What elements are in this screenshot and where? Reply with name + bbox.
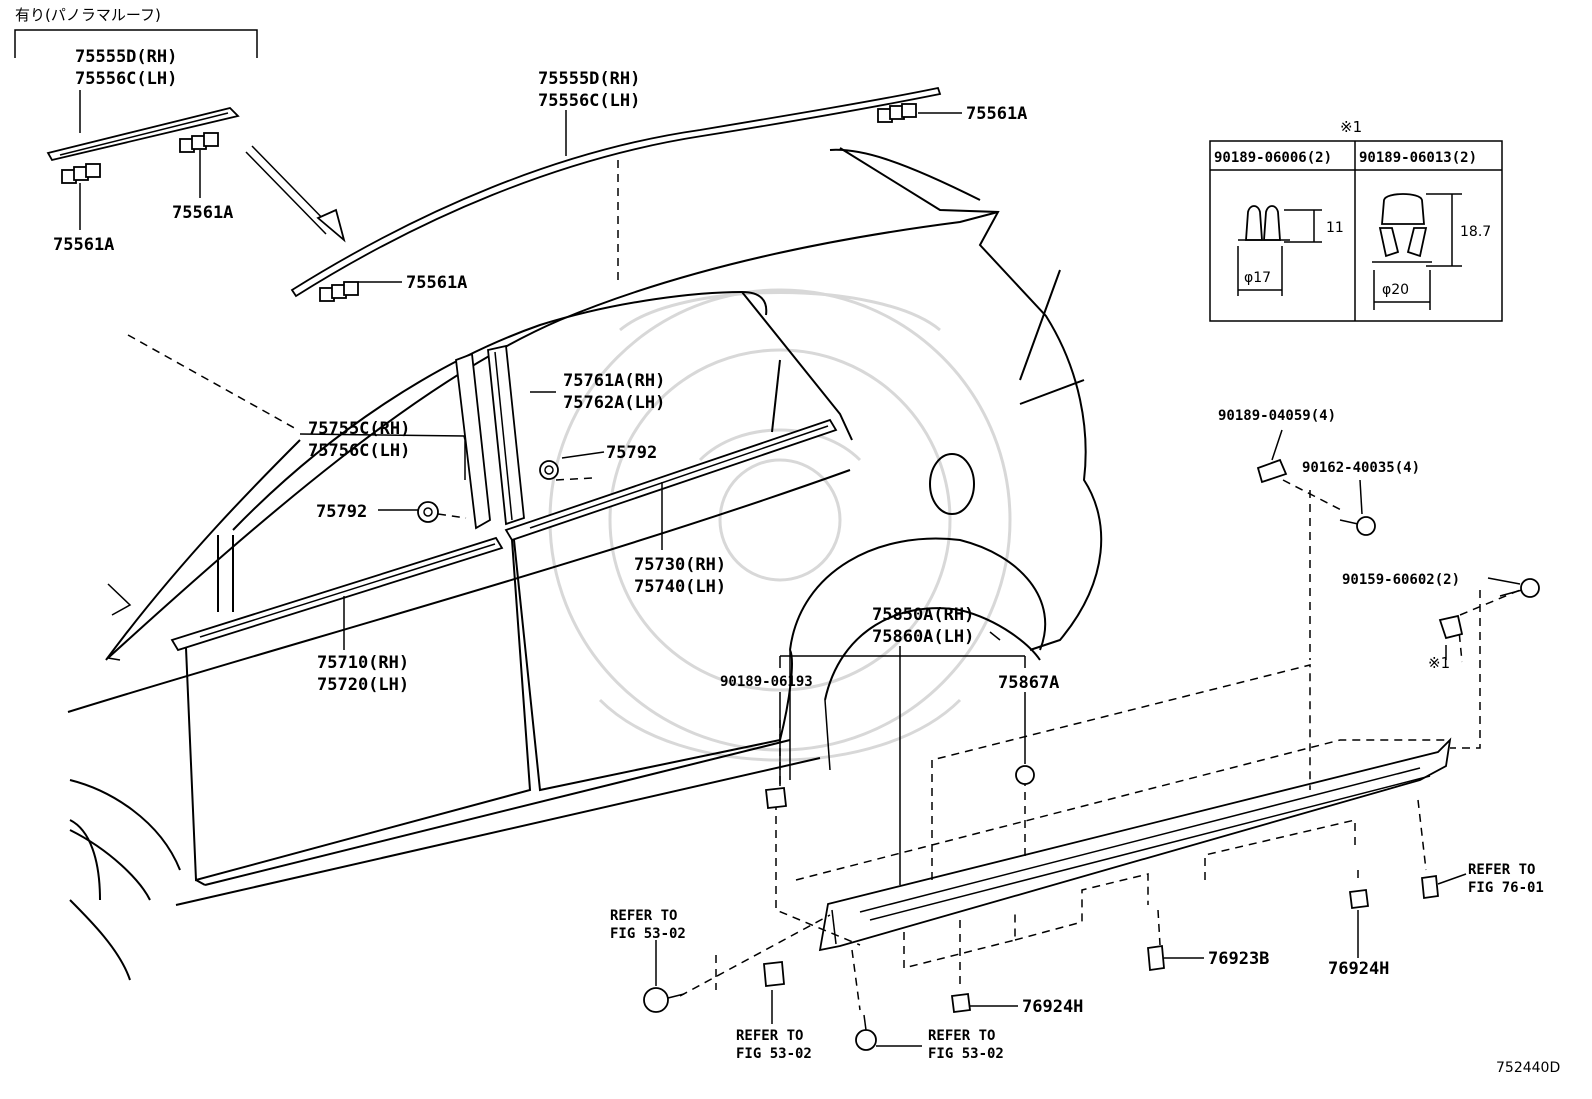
inset-table: ※1 90189-06006(2) 90189-06013(2) 11 φ17 … (1209, 118, 1503, 322)
label-refer-5302-b-1: REFER TO (736, 1028, 803, 1044)
label-clip-76923b: 76923B (1208, 949, 1269, 969)
option-bracket (14, 29, 258, 58)
inset-col1-height: 11 (1326, 220, 1344, 236)
label-roof-lh: 75556C(LH) (538, 91, 640, 111)
clip-90189-06013-icon (1372, 193, 1462, 310)
label-screw-90162: 90162-40035(4) (1302, 460, 1420, 476)
pillar-garnish-b (487, 344, 525, 526)
label-clip-76924h-b: 76924H (1328, 959, 1389, 979)
inset-col2-dia: φ20 (1382, 282, 1409, 298)
label-pillar-b-lh: 75762A(LH) (563, 393, 665, 413)
label-belt-rear-rh: 75730(RH) (634, 555, 726, 575)
label-pillar-b-rh: 75761A(RH) (563, 371, 665, 391)
belt-molding-rear (504, 418, 838, 542)
label-refer-7601-1: REFER TO (1468, 862, 1535, 878)
leader-lines (79, 90, 1521, 1047)
clip-90189-06006-icon (1237, 205, 1322, 296)
label-roof-lh-top: 75556C(LH) (75, 69, 177, 89)
label-pillar-lh: 75756C(LH) (308, 441, 410, 461)
label-star-ref: ※1 (1428, 654, 1450, 672)
label-clip-a1: 75561A (53, 235, 114, 255)
label-refer-5302-c-1: REFER TO (928, 1028, 995, 1044)
inset-col2-height: 18.7 (1460, 224, 1491, 240)
label-clip-a2: 75561A (172, 203, 233, 223)
label-refer-5302-a-2: FIG 53-02 (610, 926, 686, 942)
label-rocker-rh: 75850A(RH) (872, 605, 974, 625)
clip-75792-icon (417, 460, 559, 523)
label-refer-5302-b-2: FIG 53-02 (736, 1046, 812, 1062)
inset-title: ※1 (1340, 118, 1362, 136)
part-labels: 有り(パノラマルーフ) 75555D(RH) 75556C(LH) 75561A… (15, 6, 1560, 1076)
label-belt-front-rh: 75710(RH) (317, 653, 409, 673)
inset-col2-header: 90189-06013(2) (1359, 150, 1477, 166)
label-clip-a4: 75561A (966, 104, 1027, 124)
label-clip-a3: 75561A (406, 273, 467, 293)
rocker-panel (818, 737, 1452, 952)
label-clip-76924h-a: 76924H (1022, 997, 1083, 1017)
label-pillar-rh: 75755C(RH) (308, 419, 410, 439)
roof-molding-panoramic (46, 107, 240, 162)
inset-col1-header: 90189-06006(2) (1214, 150, 1332, 166)
label-roof-rh: 75555D(RH) (538, 69, 640, 89)
label-belt-front-lh: 75720(LH) (317, 675, 409, 695)
label-clip-75792-b: 75792 (316, 502, 367, 522)
diagram-id: 752440D (1496, 1060, 1560, 1076)
car-body-outline (67, 147, 1103, 981)
label-belt-rear-lh: 75740(LH) (634, 577, 726, 597)
label-rocker-lh: 75860A(LH) (872, 627, 974, 647)
roof-clip-icon (61, 103, 917, 302)
pillar-garnish-a (455, 352, 491, 530)
label-bolt-90159: 90159-60602(2) (1342, 572, 1460, 588)
belt-molding-front (170, 536, 504, 652)
option-note: 有り(パノラマルーフ) (15, 6, 161, 24)
label-clip-75867a: 75867A (998, 673, 1059, 693)
label-clip-90189-04059: 90189-04059(4) (1218, 408, 1336, 424)
roof-molding-main (290, 86, 942, 298)
arrow-icon (245, 145, 346, 243)
label-refer-5302-a-1: REFER TO (610, 908, 677, 924)
label-clip-90189-06193: 90189-06193 (720, 674, 813, 690)
label-refer-7601-2: FIG 76-01 (1468, 880, 1544, 896)
inset-col1-dia: φ17 (1244, 270, 1271, 286)
label-refer-5302-c-2: FIG 53-02 (928, 1046, 1004, 1062)
label-clip-75792-a: 75792 (606, 443, 657, 463)
label-roof-rh-top: 75555D(RH) (75, 47, 177, 67)
fastener-icons (643, 458, 1540, 1051)
